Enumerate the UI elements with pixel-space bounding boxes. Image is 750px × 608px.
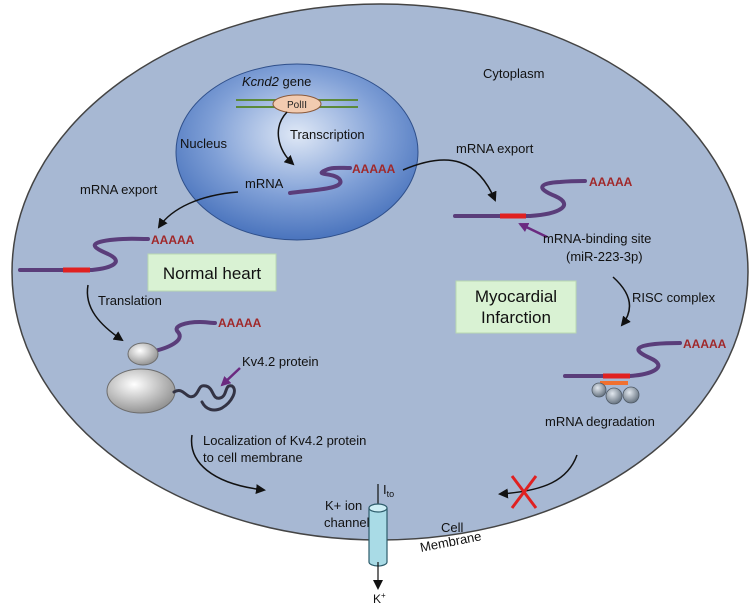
polya-right: AAAAA <box>589 175 633 189</box>
cytoplasmic-mrna-right <box>453 179 587 218</box>
cytoplasmic-mrna-left <box>18 236 150 272</box>
risc-protein-2 <box>605 387 623 405</box>
localization-label-line1: Localization of Kv4.2 protein <box>203 433 366 448</box>
polya-left: AAAAA <box>151 233 195 247</box>
nuclear-mrna <box>288 165 352 195</box>
polymerase-label: PolII <box>287 100 307 111</box>
nucleus-label: Nucleus <box>180 136 227 151</box>
binding-site-pointer <box>518 222 548 239</box>
polymerase <box>272 94 322 114</box>
channel-label-line2: channel <box>324 515 370 530</box>
block-cross-2 <box>510 475 538 509</box>
channel-label-line1: K+ ion <box>325 498 362 513</box>
mi-label-line1: Myocardial <box>475 287 557 306</box>
risc-arrow <box>612 276 631 327</box>
nuclear-mrna-label: mRNA <box>245 176 284 191</box>
ion-channel <box>368 508 388 567</box>
cell-membrane-label-line1: Cell <box>441 520 464 535</box>
degrading-mrna <box>563 341 682 378</box>
kv42-protein-label: Kv4.2 protein <box>242 354 319 369</box>
ribosome-small-subunit <box>127 342 159 366</box>
polya-degradation: AAAAA <box>683 337 727 351</box>
kv42-protein-chain <box>172 384 236 412</box>
export-arrow-right <box>402 159 497 202</box>
potassium-label: K+ <box>373 591 386 606</box>
translated-mrna <box>148 319 217 354</box>
transcription-arrow <box>277 111 295 166</box>
binding-site-label-line1: mRNA-binding site <box>543 231 651 246</box>
risc-protein-1 <box>591 382 607 398</box>
normal-heart-label: Normal heart <box>163 264 262 283</box>
export-label-left: mRNA export <box>80 182 158 197</box>
localization-arrow <box>190 434 266 495</box>
cell-body <box>11 3 749 541</box>
blocked-arrow <box>498 454 578 499</box>
translation-arrow <box>86 284 124 342</box>
transcription-label: Transcription <box>290 127 365 142</box>
normal-heart-box <box>147 253 277 292</box>
nuclear-polya: AAAAA <box>352 162 396 176</box>
nucleus <box>175 63 419 241</box>
degradation-label: mRNA degradation <box>545 414 655 429</box>
current-label: Ito <box>383 482 394 499</box>
cytoplasm-label: Cytoplasm <box>483 66 544 81</box>
binding-site-label-line2: (miR-223-3p) <box>566 249 643 264</box>
risc-label: RISC complex <box>632 290 716 305</box>
myocardial-infarction-box <box>455 280 577 334</box>
gene-label: Kcnd2 gene <box>242 74 311 89</box>
localization-label-line2: to cell membrane <box>203 450 303 465</box>
mi-label-line2: Infarction <box>481 308 551 327</box>
polya-translation: AAAAA <box>218 316 262 330</box>
kv42-pointer-arrow <box>220 367 241 387</box>
ion-channel-top <box>368 503 388 513</box>
translation-label: Translation <box>98 293 162 308</box>
risc-protein-3 <box>622 386 640 404</box>
ribosome-large-subunit <box>106 368 176 414</box>
export-arrow-left <box>157 191 239 229</box>
export-label-right: mRNA export <box>456 141 534 156</box>
